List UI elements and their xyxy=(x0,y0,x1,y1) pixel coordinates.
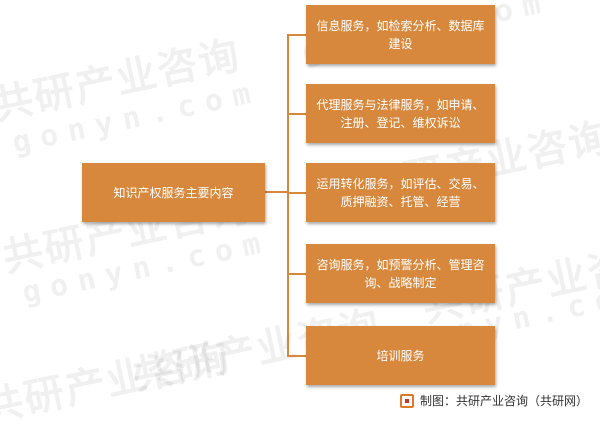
root-node: 知识产权服务主要内容 xyxy=(82,163,265,222)
child-node-commercialization-services: 运用转化服务，如评估、交易、质押融资、托管、经营 xyxy=(306,163,495,222)
child-node-label: 培训服务 xyxy=(376,348,425,363)
source-credit-text: 制图：共研产业咨询（共研网） xyxy=(419,394,588,408)
connector-trunk-vertical xyxy=(287,34,289,357)
watermark-text: 共研产业咨询 xyxy=(0,334,235,432)
child-node-information-services: 信息服务，如检索分析、数据库建设 xyxy=(306,5,495,64)
child-node-label: 咨询服务，如预警分析、管理咨询、战略制定 xyxy=(316,257,485,290)
child-node-agency-legal-services: 代理服务与法律服务，如申请、注册、登记、维权诉讼 xyxy=(306,84,495,143)
gonyn-logo-icon xyxy=(399,393,414,408)
connector-branch-4 xyxy=(287,273,306,275)
child-node-training-services: 培训服务 xyxy=(306,326,495,385)
connector-branch-5 xyxy=(287,355,306,357)
watermark-url: gonyn.com xyxy=(9,74,264,161)
child-node-label: 信息服务，如检索分析、数据库建设 xyxy=(316,18,485,51)
child-node-consulting-services: 咨询服务，如预警分析、管理咨询、战略制定 xyxy=(306,244,495,303)
connector-branch-3 xyxy=(287,192,306,194)
watermark-text: 共研产业咨询 xyxy=(0,32,245,130)
child-node-label: 代理服务与法律服务，如申请、注册、登记、维权诉讼 xyxy=(316,97,485,130)
root-node-label: 知识产权服务主要内容 xyxy=(113,185,234,200)
connector-root-horizontal xyxy=(265,191,288,193)
source-credit: 制图：共研产业咨询（共研网） xyxy=(399,392,588,409)
watermark-url: gonyn.com xyxy=(19,224,274,311)
connector-branch-1 xyxy=(287,34,306,36)
child-node-label: 运用转化服务，如评估、交易、质押融资、托管、经营 xyxy=(316,176,485,209)
connector-branch-2 xyxy=(287,113,306,115)
